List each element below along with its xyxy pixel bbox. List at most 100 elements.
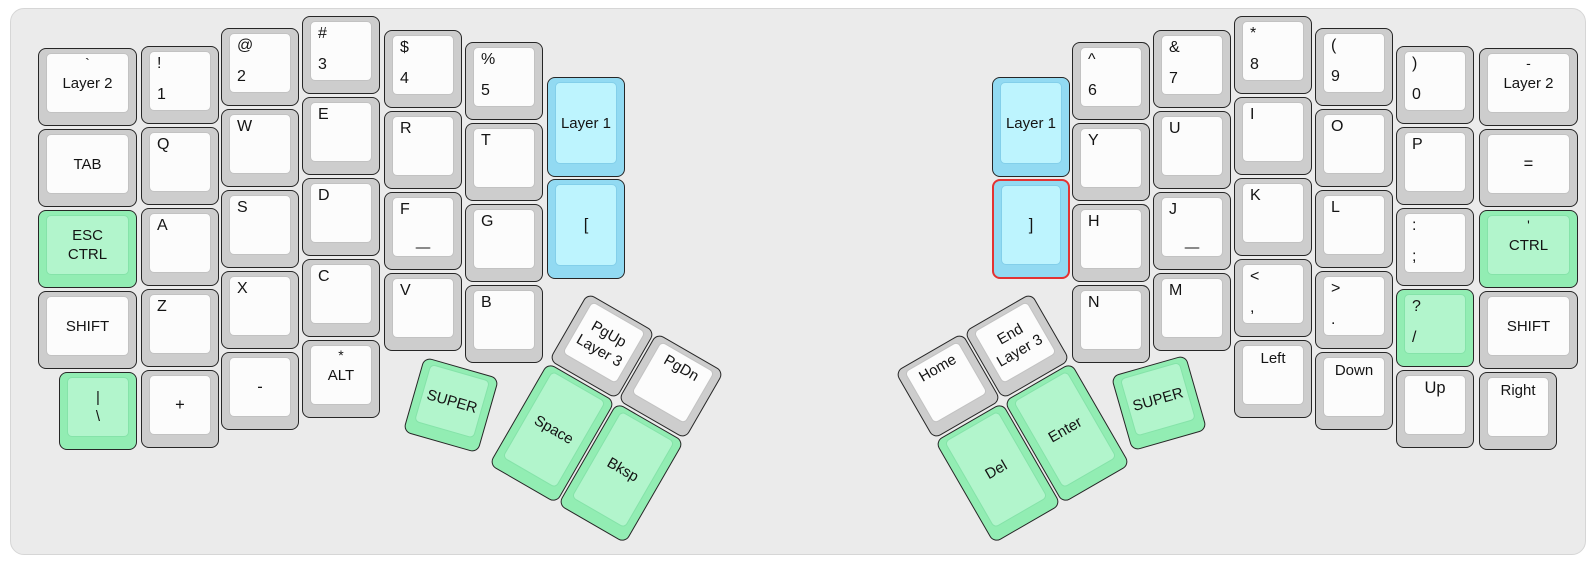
- key-minus[interactable]: -: [221, 352, 299, 430]
- key-h[interactable]: H: [1072, 204, 1150, 282]
- key-i[interactable]: I: [1234, 97, 1312, 175]
- key-plus[interactable]: +: [141, 370, 219, 448]
- key-legend-line: SHIFT: [1506, 317, 1551, 335]
- key-7[interactable]: &7: [1153, 30, 1231, 108]
- key-pipe-backslash[interactable]: |\: [59, 372, 137, 450]
- key-a[interactable]: A: [141, 208, 219, 286]
- key-g[interactable]: G: [465, 204, 543, 282]
- key-9[interactable]: (9: [1315, 28, 1393, 106]
- key-left-legends: P: [1412, 136, 1461, 185]
- key-comma[interactable]: <,: [1234, 259, 1312, 337]
- key-e[interactable]: E: [302, 97, 380, 175]
- key-legend-line: SUPER: [424, 385, 480, 417]
- key-left-legends: L: [1331, 199, 1380, 248]
- key-equals[interactable]: =: [1479, 129, 1578, 207]
- key-legend-line: 5: [481, 82, 490, 99]
- key-t[interactable]: T: [465, 123, 543, 201]
- key-left-legends: K: [1250, 187, 1299, 236]
- key-layer1-right[interactable]: Layer 1: [992, 77, 1070, 177]
- keycap-face: TAB: [46, 134, 129, 194]
- key-v[interactable]: V: [384, 273, 462, 351]
- key-center-legend: SUPER: [415, 365, 489, 437]
- key-right[interactable]: Right: [1479, 372, 1557, 450]
- key-s[interactable]: S: [221, 190, 299, 268]
- key-tab[interactable]: TAB: [38, 129, 137, 207]
- key-legend-line: Bksp: [604, 453, 642, 486]
- key-asterisk-alt[interactable]: *ALT: [302, 340, 380, 418]
- key-center-legend: Left: [1243, 346, 1303, 404]
- keycap-face: @2: [229, 33, 291, 93]
- key-left-legends: Q: [157, 136, 206, 185]
- key-legend-line: Layer 1: [560, 114, 612, 132]
- keycap-face: T: [473, 128, 535, 188]
- key-legend-line: T: [481, 132, 491, 149]
- key-legend-line: ): [1412, 55, 1418, 72]
- key-legend-line: J: [1169, 201, 1177, 218]
- key-legend-line: D: [318, 187, 330, 204]
- key-2[interactable]: @2: [221, 28, 299, 106]
- key-l[interactable]: L: [1315, 190, 1393, 268]
- key-k[interactable]: K: [1234, 178, 1312, 256]
- key-5[interactable]: %5: [465, 42, 543, 120]
- key-slash[interactable]: ?/: [1396, 289, 1474, 367]
- key-m[interactable]: M: [1153, 273, 1231, 351]
- key-b[interactable]: B: [465, 285, 543, 363]
- key-quote-ctrl[interactable]: 'CTRL: [1479, 210, 1578, 288]
- key-legend-line: .: [1331, 311, 1336, 328]
- key-o[interactable]: O: [1315, 109, 1393, 187]
- homing-bar: [1184, 246, 1200, 249]
- key-shift-right[interactable]: SHIFT: [1479, 291, 1578, 369]
- key-legend-line: =: [1523, 154, 1534, 173]
- key-p[interactable]: P: [1396, 127, 1474, 205]
- key-8[interactable]: *8: [1234, 16, 1312, 94]
- key-center-legend: Layer 1: [556, 83, 616, 163]
- key-y[interactable]: Y: [1072, 123, 1150, 201]
- key-4[interactable]: $4: [384, 30, 462, 108]
- key-f[interactable]: F: [384, 192, 462, 270]
- keycap-face: Left: [1242, 345, 1304, 405]
- keycap-face: F: [392, 197, 454, 257]
- key-0[interactable]: )0: [1396, 46, 1474, 124]
- key-left-legends: C: [318, 268, 367, 317]
- key-u[interactable]: U: [1153, 111, 1231, 189]
- key-rbracket[interactable]: ]: [992, 179, 1070, 279]
- key-j[interactable]: J: [1153, 192, 1231, 270]
- key-shift-left[interactable]: SHIFT: [38, 291, 137, 369]
- key-period[interactable]: >.: [1315, 271, 1393, 349]
- key-z[interactable]: Z: [141, 289, 219, 367]
- keycap-face: U: [1161, 116, 1223, 176]
- key-down[interactable]: Down: [1315, 352, 1393, 430]
- key-semicolon[interactable]: :;: [1396, 208, 1474, 286]
- key-left-legends: W: [237, 118, 286, 167]
- key-dash-layer2[interactable]: -Layer 2: [1479, 48, 1578, 126]
- key-6[interactable]: ^6: [1072, 42, 1150, 120]
- key-left-legends: )0: [1412, 55, 1461, 104]
- key-w[interactable]: W: [221, 109, 299, 187]
- key-n[interactable]: N: [1072, 285, 1150, 363]
- key-layer1-left[interactable]: Layer 1: [547, 77, 625, 177]
- key-left[interactable]: Left: [1234, 340, 1312, 418]
- key-center-legend: CTRL: [1488, 216, 1569, 274]
- key-q[interactable]: Q: [141, 127, 219, 205]
- key-legend-line: Q: [157, 136, 170, 153]
- key-c[interactable]: C: [302, 259, 380, 337]
- key-backtick-layer2[interactable]: `Layer 2: [38, 48, 137, 126]
- key-3[interactable]: #3: [302, 16, 380, 94]
- key-up[interactable]: Up: [1396, 370, 1474, 448]
- keycap-face: X: [229, 276, 291, 336]
- key-r[interactable]: R: [384, 111, 462, 189]
- key-legend-line: Y: [1088, 132, 1099, 149]
- keycap-face: :;: [1404, 213, 1466, 273]
- key-lbracket[interactable]: [: [547, 179, 625, 279]
- key-1[interactable]: !1: [141, 46, 219, 124]
- key-x[interactable]: X: [221, 271, 299, 349]
- key-d[interactable]: D: [302, 178, 380, 256]
- key-left-legends: Z: [157, 298, 206, 347]
- key-legend-line: Layer 2: [62, 74, 113, 92]
- key-left-legends: G: [481, 213, 530, 262]
- key-legend-line: CTRL: [67, 246, 108, 263]
- key-legend-line: O: [1331, 118, 1344, 135]
- key-center-legend: Layer 1: [1001, 83, 1061, 163]
